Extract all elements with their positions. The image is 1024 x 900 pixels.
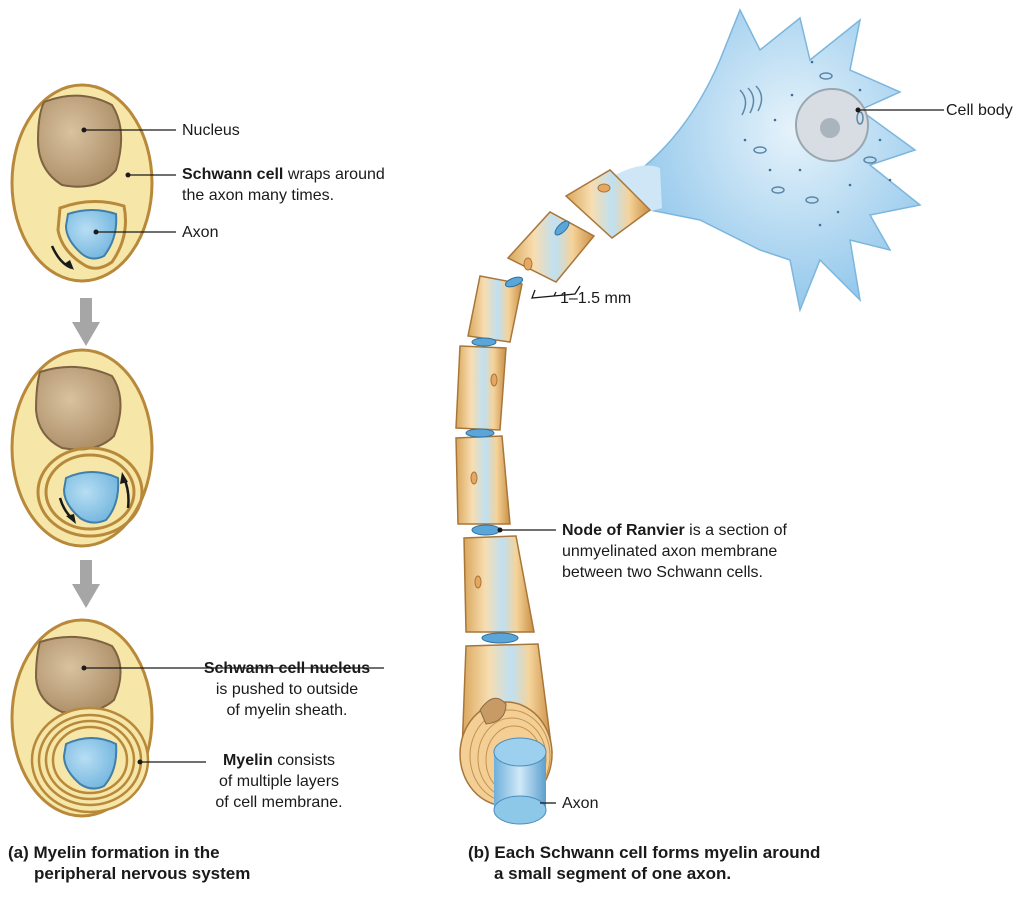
wrap-arrowhead-1 [64,260,74,270]
nucleus-3 [34,635,122,714]
schwann-nucleus-label-bold: Schwann cell nucleus [203,660,371,677]
nodes-of-ranvier [465,220,570,644]
node-2 [504,276,524,288]
stage-3-cross-section [10,618,154,818]
axon-label-a: Axon [182,224,219,241]
caption-b: (b) Each Schwann cell forms myelin aroun… [468,842,820,884]
node-of-ranvier-label-rest-2: unmyelinated axon membrane [562,543,778,560]
node-of-ranvier-label: Node of Ranvier is a section of unmyelin… [562,520,787,583]
node-of-ranvier-label-rest-1: is a section of [684,522,787,539]
neuron-cell-body [639,8,922,313]
down-arrow-2 [72,560,100,608]
organelles [739,72,877,204]
node-1 [554,220,570,236]
myelin-label-bold: Myelin [222,752,273,769]
panel-b-leader-lines [500,285,581,804]
caption-b-line-2: a small segment of one axon. [494,864,732,883]
schwann-cell-label: Schwann cell wraps around the axon many … [182,164,385,206]
caption-a-line-2: peripheral nervous system [34,864,251,883]
schwann-nucleus-label-rest-1: is pushed to outside [215,681,359,698]
schwann-nucleus-label: Schwann cell nucleus is pushed to outsid… [182,658,392,721]
caption-a: (a) Myelin formation in the peripheral n… [8,842,250,884]
panel-a-leader-lines [84,129,384,763]
myelin-layer-2a [36,446,144,538]
axon-label-b: Axon [562,795,599,812]
myelin-label: Myelin consists of multiple layers of ce… [204,750,354,813]
caption-a-line-1: (a) Myelin formation in the [8,843,220,862]
myelin-layer-3c [44,719,136,801]
myelin-label-rest-2: of multiple layers [218,773,340,790]
stage-1-cross-section [10,83,154,283]
caption-b-line-1: (b) Each Schwann cell forms myelin aroun… [468,843,821,862]
schwann-cell-label-bold: Schwann cell [182,166,284,183]
axon-cross-section-2 [62,471,120,524]
segment-2 [506,211,596,283]
segment-1 [564,169,652,239]
wrap-arrowhead-2a [66,514,76,524]
nucleus-1 [36,94,123,188]
node-6 [481,632,519,644]
cell-body-label: Cell body [946,102,1013,119]
stage-2-cross-section [10,348,154,548]
schwann-cell-label-rest-1: wraps around [283,166,385,183]
node-5 [471,524,501,536]
segment-5 [455,435,511,525]
schwann-cell-label-rest-2: the axon many times. [182,187,335,204]
axon-cross-section-1 [64,209,118,260]
node-of-ranvier-label-bold: Node of Ranvier [562,522,685,539]
myelin-layer-3d [51,725,129,795]
myelin-label-rest-3: of cell membrane. [215,794,343,811]
schwann-cell-nucleus-b [479,697,507,725]
schwann-nuclei [470,183,611,589]
nucleus-2 [34,365,122,451]
nucleolus [820,118,840,138]
nucleus-label: Nucleus [182,122,240,139]
ribosome-dots [743,60,892,227]
node-4 [465,428,495,438]
myelin-segments [455,169,652,753]
segment-3 [467,275,523,343]
node-of-ranvier-label-rest-3: between two Schwann cells. [562,564,763,581]
wrap-arrowhead-2b [120,472,128,484]
node-3 [471,337,497,347]
segment-6 [463,535,535,633]
down-arrow-1 [72,298,100,346]
myelin-label-rest-1: consists [272,752,336,769]
segment-4 [455,345,507,431]
axon-cylinder [493,737,547,825]
axon-cross-section-3 [62,737,118,790]
schwann-nucleus-label-rest-2: of myelin sheath. [226,702,348,719]
segment-length-label: 1–1.5 mm [560,290,632,307]
